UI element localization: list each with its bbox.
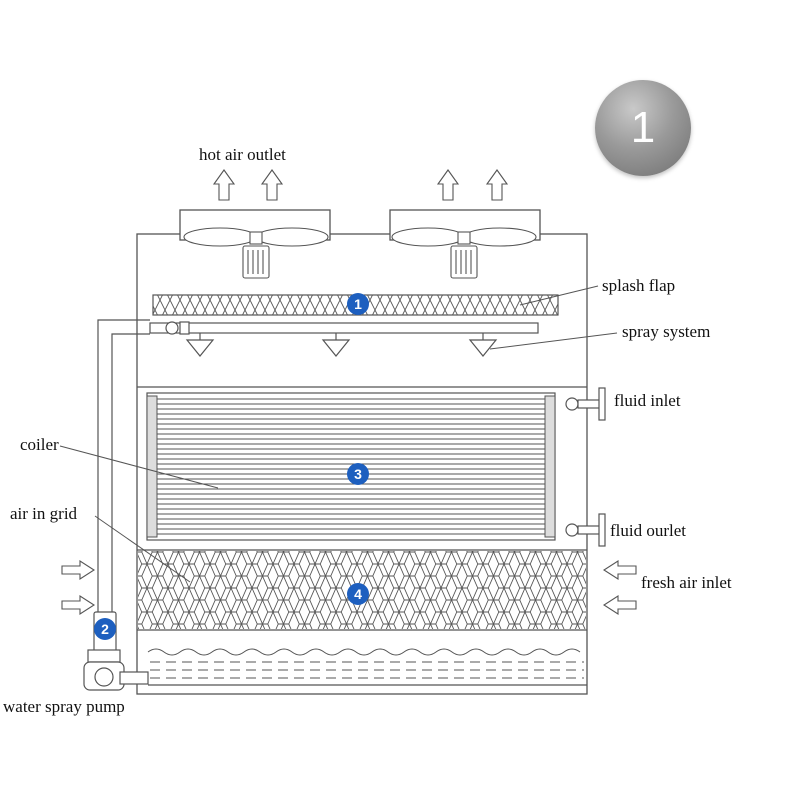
water-spray-pump: [83, 611, 149, 691]
label-fluid-inlet: fluid inlet: [614, 391, 681, 410]
hot-air-arrows: [212, 169, 509, 201]
label-splash-flap: splash flap: [602, 276, 676, 295]
svg-text:3: 3: [354, 466, 362, 482]
fluid-outlet-fitting: [565, 513, 606, 547]
riser-pipe: [97, 319, 150, 612]
marker-4: 4: [347, 583, 369, 605]
label-water-spray-pump: water spray pump: [3, 697, 125, 716]
fan-right: [391, 227, 537, 279]
fresh-air-arrows-left: [61, 559, 96, 616]
label-fresh-air-inlet: fresh air inlet: [641, 573, 732, 592]
tower-casing: [136, 233, 588, 695]
label-spray-system: spray system: [622, 322, 711, 341]
fresh-air-arrows-right: [602, 559, 637, 616]
svg-text:1: 1: [354, 296, 362, 312]
svg-text:4: 4: [354, 586, 362, 602]
marker-2: 2: [94, 618, 116, 640]
leader-lines: [59, 285, 618, 583]
water-basin: [147, 648, 584, 679]
marker-1: 1: [347, 293, 369, 315]
marker-3: 3: [347, 463, 369, 485]
fluid-inlet-fitting: [565, 387, 606, 421]
label-hot-air-outlet: hot air outlet: [199, 145, 286, 164]
svg-text:2: 2: [101, 621, 109, 637]
spray-system: [149, 321, 539, 357]
label-air-in-grid: air in grid: [10, 504, 78, 523]
figure-number-badge: 1: [595, 80, 691, 176]
fan-left: [183, 227, 329, 279]
label-coiler: coiler: [20, 435, 59, 454]
label-fluid-outlet: fluid ourlet: [610, 521, 687, 540]
